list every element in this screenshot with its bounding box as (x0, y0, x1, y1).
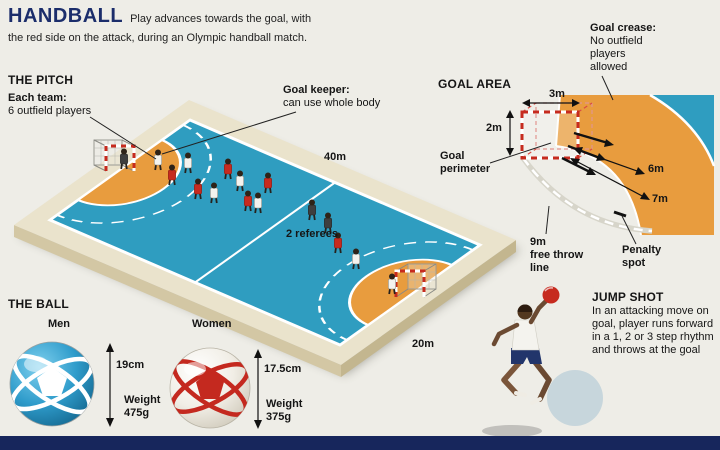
each-team-text: 6 outfield players (8, 105, 92, 117)
goal-crease-text: No outfield players allowed (590, 35, 643, 73)
right-free-throw-line (318, 241, 474, 341)
slab-side-front (14, 225, 341, 377)
men-weight-value: 475g (124, 407, 150, 419)
attack-arrowheads (586, 139, 614, 175)
arrowheads (506, 99, 650, 200)
each-team-leader-line (89, 116, 157, 160)
footer-bar (0, 436, 720, 450)
court-beyond-crease (650, 95, 714, 166)
referees-label: 2 referees (286, 228, 338, 240)
men-label: Men (48, 318, 70, 330)
crease-leader-line (601, 75, 614, 101)
women-weight-block: Weight 375g (266, 398, 302, 424)
right-goal-area (348, 258, 455, 327)
goalkeeper-label: Goal keeper: (283, 84, 350, 96)
each-team-label-block: Each team: 6 outfield players (8, 92, 91, 118)
left-goal (93, 139, 136, 172)
women-ball (169, 347, 251, 429)
court-surface (47, 118, 483, 347)
goalkeeper-text: can use whole body (283, 97, 381, 109)
goal-perimeter-label: Goal perimeter (440, 150, 491, 175)
right-goal (394, 263, 437, 298)
intro-text: Play advances towards the goal, with the… (8, 13, 312, 44)
goal-area-heading: GOAL AREA (438, 77, 512, 91)
goal-width-label: 3m (549, 88, 565, 100)
goal-height-label: 2m (486, 122, 502, 134)
goalkeeper-leader-line (161, 111, 297, 155)
slab-side-right (341, 240, 516, 377)
left-free-throw-line (56, 124, 212, 224)
men-diameter-label: 19cm (116, 359, 145, 371)
women-weight-value: 375g (266, 411, 292, 423)
penalty-spot-mark (613, 210, 627, 218)
women-label: Women (192, 318, 232, 330)
handball-in-hand (542, 286, 560, 304)
crease-zone (556, 95, 714, 235)
nine-metre-arc (521, 157, 653, 233)
jump-shot-illustration (482, 286, 603, 437)
six-metre-label: 6m (648, 163, 664, 175)
women-weight-label: Weight (266, 398, 303, 410)
page-title: HANDBALL (8, 5, 124, 27)
goal-area-illustration (489, 75, 716, 245)
free-throw-label: 9m free throw line (530, 236, 584, 274)
jump-shot-heading: JUMP SHOT (592, 290, 664, 304)
court-width-label: 20m (412, 338, 435, 350)
goal-crease-label: Goal crease: (590, 22, 657, 34)
men-weight-block: Weight 475g (124, 394, 160, 420)
court-length-label: 40m (324, 151, 347, 163)
men-ball (9, 341, 95, 427)
freethrow-leader-line (545, 205, 550, 235)
ball-dimension-arrows (106, 343, 262, 429)
jump-shot-text: In an attacking move on goal, player run… (592, 305, 714, 356)
center-line (193, 182, 337, 283)
attack-arrows (561, 131, 609, 174)
seven-metre-label: 7m (652, 193, 668, 205)
penalty-leader-line (621, 215, 637, 245)
each-team-label: Each team: (8, 92, 67, 104)
perimeter-leader-line (489, 142, 552, 164)
penalty-spot-label: Penalty spot (622, 244, 662, 269)
men-weight-label: Weight (124, 394, 161, 406)
goal-crease-block: Goal crease: No outfield players allowed (590, 22, 674, 74)
ball-heading: THE BALL (8, 297, 69, 311)
dimension-arrows (509, 102, 647, 199)
pitch-illustration (14, 100, 520, 377)
women-diameter-label: 17.5cm (264, 363, 302, 375)
goalkeeper-label-block: Goal keeper: can use whole body (283, 84, 380, 110)
pitch-heading: THE PITCH (8, 73, 74, 87)
